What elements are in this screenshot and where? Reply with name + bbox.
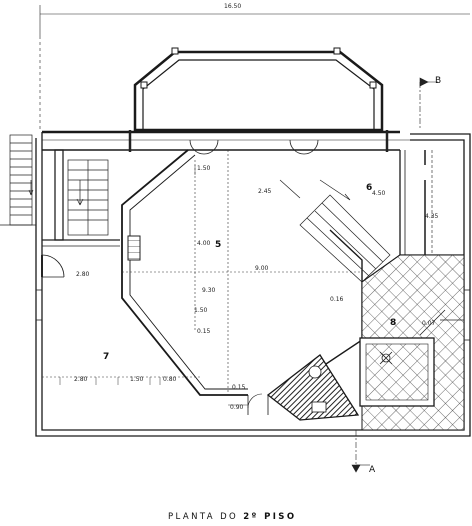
left-door [41, 254, 65, 278]
dim-label: 1.50 [130, 376, 144, 383]
overall-dimension-line [39, 5, 470, 130]
overall-dimension-label: 16.50 [224, 3, 242, 10]
dim-label: 0.15 [197, 328, 211, 335]
room-label-8: 8 [390, 318, 397, 328]
room6-stair [279, 179, 391, 283]
dim-label: 4.50 [372, 190, 386, 197]
bathroom [247, 354, 360, 421]
dim-label: 2.80 [74, 376, 88, 383]
room-label-5: 5 [215, 240, 222, 250]
dim-label: 2.80 [76, 271, 90, 278]
dim-label: 4.35 [425, 213, 439, 220]
dimension-ticks [59, 165, 248, 406]
dim-label: 9.00 [255, 265, 269, 272]
room8-floor [359, 254, 465, 431]
dim-label: 2.45 [258, 188, 272, 195]
plan-title-prefix: PLANTA DO [168, 512, 239, 522]
dim-label: 0.80 [163, 376, 177, 383]
dim-label: 9.30 [202, 287, 216, 294]
left-stair [0, 134, 36, 226]
dim-label: 4.00 [197, 240, 211, 247]
section-marker-a: A [369, 465, 376, 475]
octagonal-bay [133, 47, 384, 132]
section-line-b [419, 77, 438, 130]
fireplace [127, 235, 141, 261]
exterior-walls [35, 130, 471, 437]
room-label-6: 6 [366, 183, 373, 193]
axis-lines [42, 150, 362, 395]
room-label-7: 7 [103, 352, 110, 362]
dim-label: 0.90 [230, 404, 244, 411]
central-hall-walls [121, 149, 363, 396]
internal-stair [42, 149, 120, 247]
north-doors [128, 130, 389, 155]
dim-label: 1.50 [197, 165, 211, 172]
plan-title: PLANTA DO 2º PISO [168, 512, 296, 522]
section-marker-b: B [435, 76, 442, 86]
dim-label: 0.16 [330, 296, 344, 303]
east-wall-openings [35, 289, 471, 341]
dim-label: 0.07 [422, 320, 436, 327]
dim-label: 0.15 [232, 384, 246, 391]
dim-label: 1.50 [194, 307, 208, 314]
plan-title-floor: 2º PISO [243, 512, 297, 522]
section-line-a [351, 430, 370, 473]
